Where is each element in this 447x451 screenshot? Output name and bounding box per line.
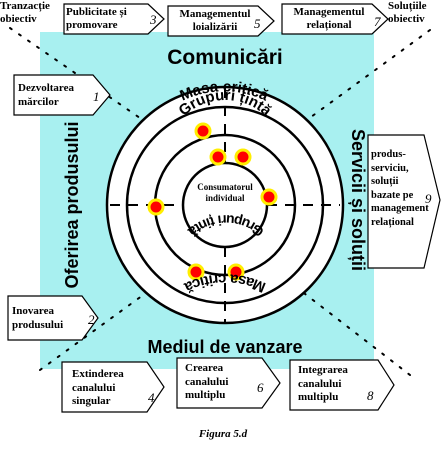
bottom-box-6: Crearea canalului multiplu 6	[176, 357, 281, 409]
top-box-7: Managementul relațional 7	[281, 3, 389, 35]
dot	[194, 122, 212, 140]
dot	[147, 198, 165, 216]
top-box-5-text: Managementul loializării	[179, 8, 251, 33]
target-dots	[147, 122, 278, 281]
left-box-1-number: 1	[93, 89, 100, 104]
dot	[260, 188, 278, 206]
figure-caption: Figura 5.d	[198, 428, 248, 440]
bottom-box-4-number: 4	[148, 390, 155, 405]
left-box-1: Dezvoltarea mărcilor 1	[13, 74, 111, 116]
top-box-5-number: 5	[254, 16, 261, 31]
quadrant-label-top: Comunicări	[167, 46, 283, 69]
left-box-1-text: Dezvoltarea mărcilor	[18, 82, 74, 108]
top-box-7-text: Managementul relațional	[293, 6, 365, 31]
bottom-box-4: Extinderea canalului singular 4	[61, 361, 165, 413]
center-label: Consumatorul individual	[197, 182, 253, 203]
top-box-7-number: 7	[374, 14, 381, 29]
right-box-9: produs-serviciu, soluții bazate pe manag…	[367, 134, 441, 269]
cross-dashed-lines	[110, 88, 340, 322]
top-box-3: Publicitate și promovare 3	[63, 3, 165, 35]
corner-label-top-right: Soluțiile obiectiv	[388, 0, 427, 25]
dot	[227, 263, 245, 281]
bottom-box-4-text: Extinderea canalului singular	[72, 368, 124, 407]
corner-top-right: Soluțiile obiectiv	[388, 0, 427, 25]
right-box-9-text: produs-serviciu, soluții bazate pe manag…	[371, 149, 429, 228]
quadrant-label-right: Servicii și soluții	[348, 129, 368, 271]
left-box-2: Inovarea produsului 2	[7, 295, 99, 341]
corner-top-left: Tranzacție obiectiv	[0, 0, 50, 25]
top-box-3-number: 3	[149, 12, 157, 27]
dot	[234, 148, 252, 166]
corner-label-top-left: Tranzacție obiectiv	[0, 0, 50, 25]
left-box-2-text: Inovarea produsului	[12, 305, 64, 331]
dot	[209, 148, 227, 166]
dot	[187, 263, 205, 281]
quadrant-label-bottom: Mediul de vanzare	[147, 337, 302, 357]
quadrant-label-left: Oferirea produsului	[62, 121, 82, 288]
bottom-box-8: Integrarea canalului multiplu 8	[289, 359, 395, 411]
left-box-2-number: 2	[88, 312, 95, 327]
top-box-3-text: Publicitate și promovare	[66, 6, 127, 31]
top-box-5: Managementul loializării 5	[167, 5, 275, 37]
bottom-box-8-number: 8	[367, 388, 374, 403]
bottom-box-6-text: Crearea canalului multiplu	[185, 362, 229, 401]
bottom-box-6-number: 6	[257, 380, 264, 395]
right-box-9-number: 9	[425, 191, 432, 206]
bottom-box-8-text: Integrarea canalului multiplu	[298, 364, 348, 403]
diagonal-dotted-lines	[9, 27, 431, 376]
center-label-box: Consumatorul individual	[197, 182, 253, 203]
